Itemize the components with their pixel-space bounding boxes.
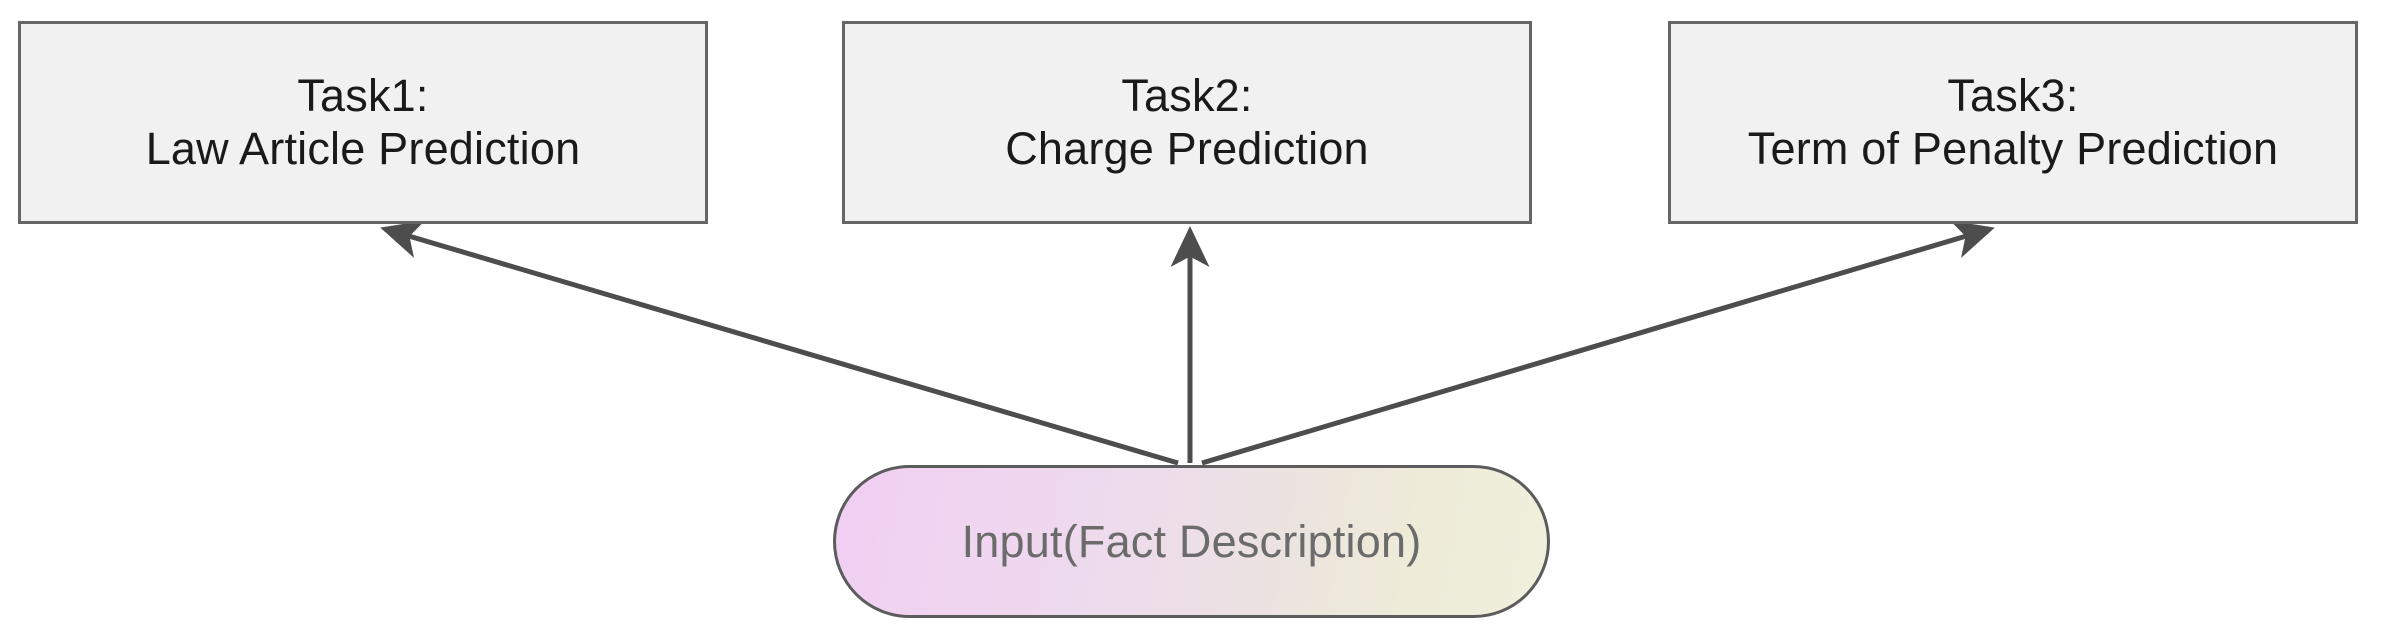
node-task3-title: Task3: (1947, 69, 2079, 121)
node-input-fact-description[interactable]: Input(Fact Description) (833, 465, 1550, 618)
node-input-label: Input(Fact Description) (961, 515, 1422, 567)
edge-input-to-task3 (1201, 220, 1995, 466)
node-task1-law-article-prediction[interactable]: Task1: Law Article Prediction (18, 21, 708, 224)
edge-input-to-task1 (380, 220, 1179, 466)
node-task3-subtitle: Term of Penalty Prediction (1747, 122, 2279, 174)
node-task2-charge-prediction[interactable]: Task2: Charge Prediction (842, 21, 1532, 224)
node-task2-subtitle: Charge Prediction (1005, 122, 1369, 174)
node-task1-subtitle: Law Article Prediction (145, 122, 581, 174)
node-task2-title: Task2: (1121, 69, 1253, 121)
node-task1-title: Task1: (297, 69, 429, 121)
node-task3-term-of-penalty-prediction[interactable]: Task3: Term of Penalty Prediction (1668, 21, 2358, 224)
